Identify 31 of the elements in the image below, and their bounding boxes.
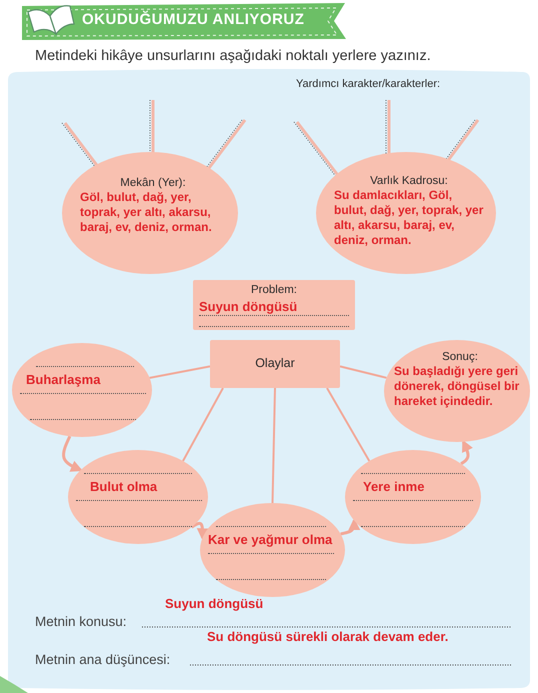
answer-text: Su damlacıkları, Göl, bulut, dağ, yer, toprak, yer altı, akarsu, baraj, ev, deniz, orman.	[334, 188, 484, 248]
field-label: Metnin ana düşüncesi:	[35, 652, 170, 667]
bubble-heading: Varlık Kadrosu:	[369, 174, 449, 188]
answer-text: Kar ve yağmur olma	[208, 532, 334, 547]
answer-text: Suyun döngüsü	[165, 596, 264, 611]
answer-text: Su başladığı yere geri dönerek, döngüsel bir hareket içindedir.	[394, 364, 520, 409]
answer-text: Yere inme	[363, 479, 426, 494]
connector-line	[182, 388, 224, 462]
field-label: Metnin konusu:	[35, 614, 127, 629]
connector-line	[149, 365, 210, 379]
connector-line	[340, 365, 387, 379]
answer-text: Suyun döngüsü	[199, 299, 298, 314]
answer-text: Su döngüsü sürekli olarak devam eder.	[207, 629, 448, 644]
title: OKUDUĞUMUZU ANLIYORUZ	[82, 11, 304, 28]
instruction-text: Metindeki hikâye unsurlarını aşağıdaki noktalı yerlere yazınız.	[35, 48, 431, 64]
answer-text: Bulut olma	[90, 479, 158, 494]
bubble-heading: Sonuç:	[441, 350, 479, 364]
connector-line	[272, 388, 276, 504]
curved-arrow	[190, 522, 209, 540]
box-heading: Olaylar	[254, 356, 296, 370]
answer-text: Göl, bulut, dağ, yer, toprak, yer altı, akarsu, baraj, ev, deniz, orman.	[80, 190, 213, 235]
connector-line	[326, 388, 370, 462]
field-label: Yardımcı karakter/karakterler:	[296, 78, 440, 90]
answer-text: Buharlaşma	[26, 372, 102, 387]
curved-arrow	[340, 518, 360, 536]
rounded-box	[193, 280, 355, 330]
rounded-box	[210, 340, 340, 388]
curved-arrow	[460, 440, 473, 466]
curved-arrow	[62, 436, 83, 472]
bubble-heading: Problem:	[250, 283, 298, 297]
bubble-heading: Mekân (Yer):	[119, 176, 187, 190]
